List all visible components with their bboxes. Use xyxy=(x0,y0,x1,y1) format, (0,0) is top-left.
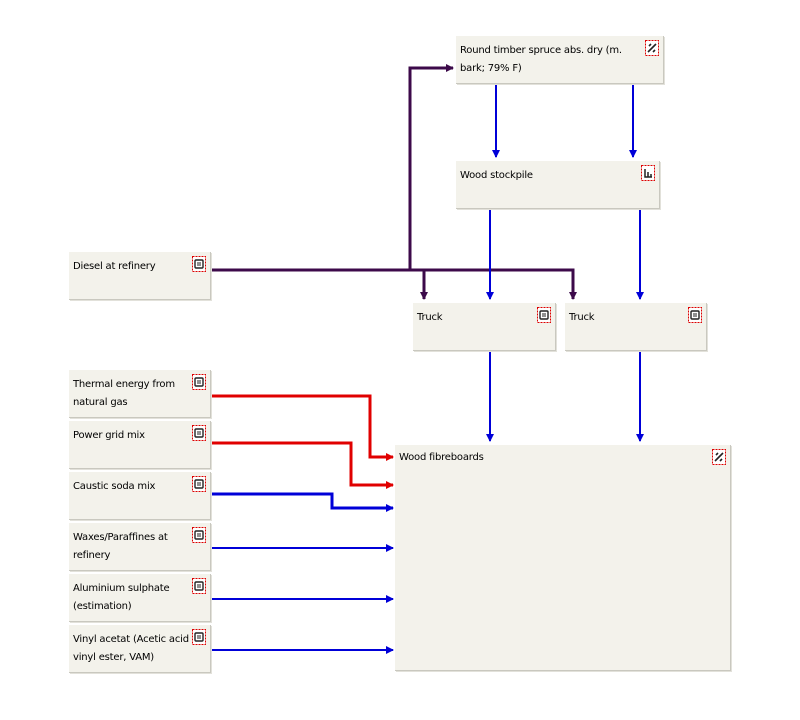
process-thermal-energy[interactable]: Thermal energy from natural gas xyxy=(69,370,211,418)
flow-diesel-to-round-timber xyxy=(210,64,454,272)
flow-diesel-to-truck-2 xyxy=(424,268,577,300)
unit-process-icon xyxy=(192,374,206,390)
process-label: Thermal energy from natural gas xyxy=(73,379,175,408)
process-label: Wood stockpile xyxy=(460,170,533,181)
flow-caustic-soda-to-fibreboards xyxy=(211,492,394,512)
process-label: Round timber spruce abs. dry (m. bark; 7… xyxy=(460,45,622,74)
process-truck-1[interactable]: Truck xyxy=(413,303,556,351)
process-diesel-at-refinery[interactable]: Diesel at refinery xyxy=(69,252,211,300)
process-label: Caustic soda mix xyxy=(73,481,156,492)
unit-process-icon xyxy=(192,476,206,492)
process-power-grid-mix[interactable]: Power grid mix xyxy=(69,421,211,469)
process-round-timber[interactable]: Round timber spruce abs. dry (m. bark; 7… xyxy=(456,36,664,84)
flow-thermal-energy-to-fibreboards xyxy=(211,394,394,461)
process-wood-stockpile[interactable]: Wood stockpile xyxy=(456,161,660,209)
process-label: Waxes/Paraffines at refinery xyxy=(73,532,168,561)
process-waxes-paraffines[interactable]: Waxes/Paraffines at refinery xyxy=(69,523,211,571)
process-label: Wood fibreboards xyxy=(399,452,484,463)
unit-process-icon xyxy=(192,425,206,441)
process-label: Diesel at refinery xyxy=(73,261,156,272)
unit-process-icon xyxy=(688,307,702,323)
unit-process-icon xyxy=(192,527,206,543)
stockpile-process-icon xyxy=(641,165,655,181)
process-label: Truck xyxy=(569,312,595,323)
transform-process-icon xyxy=(645,40,659,56)
flow-power-grid-to-fibreboards xyxy=(211,441,394,489)
process-wood-fibreboards[interactable]: Wood fibreboards xyxy=(395,445,731,671)
process-label: Power grid mix xyxy=(73,430,145,441)
process-label: Aluminium sulphate (estimation) xyxy=(73,583,170,612)
unit-process-icon xyxy=(537,307,551,323)
unit-process-icon xyxy=(192,629,206,645)
process-label: Vinyl acetat (Acetic acid vinyl ester, V… xyxy=(73,634,189,663)
process-aluminium-sulphate[interactable]: Aluminium sulphate (estimation) xyxy=(69,574,211,622)
process-label: Truck xyxy=(417,312,443,323)
flow-diesel-to-truck-1 xyxy=(410,268,428,300)
transform-process-icon xyxy=(712,449,726,465)
process-truck-2[interactable]: Truck xyxy=(565,303,707,351)
process-vinyl-acetat[interactable]: Vinyl acetat (Acetic acid vinyl ester, V… xyxy=(69,625,211,673)
process-caustic-soda-mix[interactable]: Caustic soda mix xyxy=(69,472,211,520)
unit-process-icon xyxy=(192,256,206,272)
unit-process-icon xyxy=(192,578,206,594)
